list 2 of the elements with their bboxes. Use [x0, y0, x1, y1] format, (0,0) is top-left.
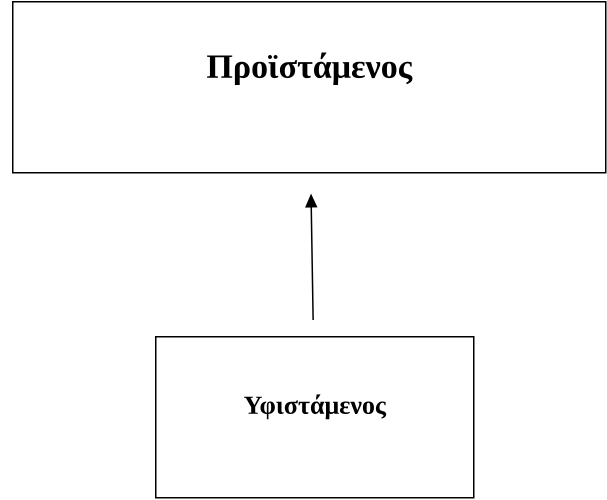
box: Προϊστάμενος — [12, 1, 606, 174]
box: Υφιστάμενος — [155, 336, 474, 498]
